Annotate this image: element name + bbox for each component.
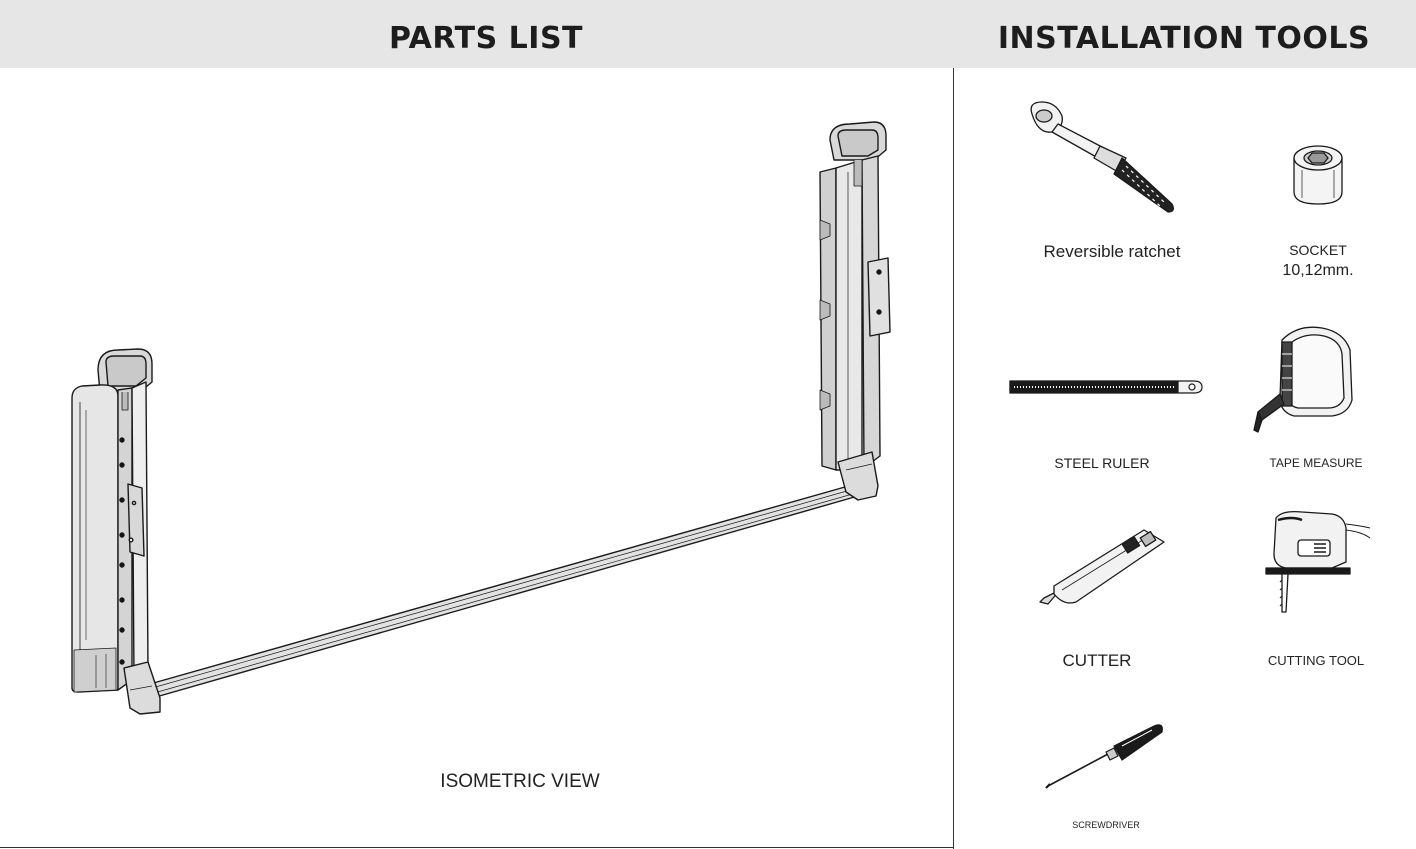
tape-measure-label: TAPE MEASURE [1269,456,1363,470]
column-divider [953,68,954,849]
socket-label: SOCKET [1289,242,1347,258]
cutting-tool-label: CUTTING TOOL [1267,653,1365,668]
socket-size-label: 10,12mm. [1282,262,1354,279]
steel-ruler-label: STEEL RULER [1054,455,1150,471]
parts-list-title: PARTS LIST [388,21,584,56]
jigsaw-icon [1265,510,1371,613]
isometric-view-label: ISOMETRIC VIEW [440,771,600,792]
bottom-rule [0,847,953,848]
steel-ruler-icon [1009,380,1203,394]
screwdriver-label: SCREWDRIVER [1072,820,1140,830]
right-housing [819,121,891,501]
cutter-icon [1039,529,1165,605]
panic-bar-isometric-drawing [71,121,891,715]
ratchet-label: Reversible ratchet [1043,242,1181,261]
tape-measure-icon [1253,326,1353,433]
cutter-label: CUTTER [1062,651,1132,670]
ratchet-icon [1030,101,1174,213]
screwdriver-icon [1045,724,1163,789]
push-bar [149,484,859,698]
installation-tools-title: INSTALLATION TOOLS [997,21,1371,56]
socket-icon [1293,145,1343,205]
header-band: PARTS LIST INSTALLATION TOOLS [0,0,1416,68]
left-housing [71,348,161,715]
